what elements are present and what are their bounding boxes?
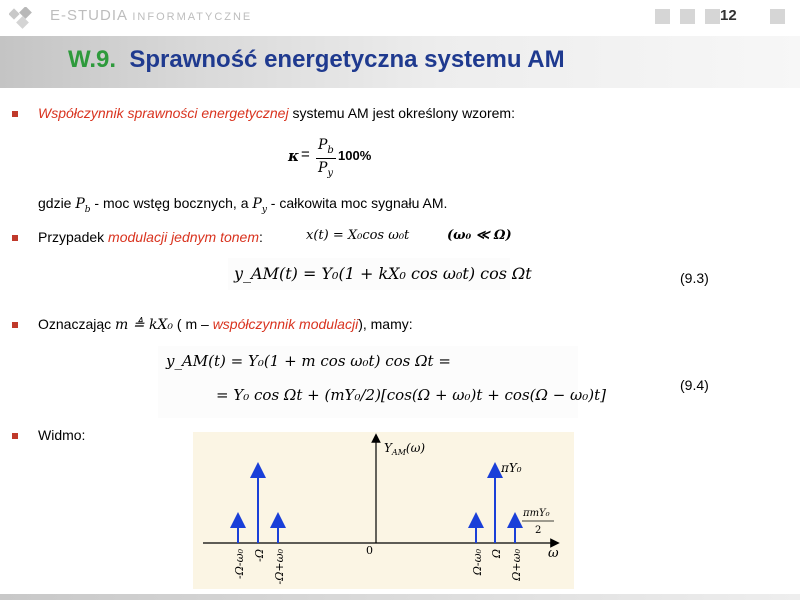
tick-pos-carrier: Ω	[490, 549, 503, 559]
tick-neg-upper: -Ω+ω₀	[273, 548, 286, 584]
nav-square-1[interactable]	[655, 9, 670, 24]
sideband-label-den: 2	[535, 525, 541, 536]
signal-formula: x(t) = X₀cos ω₀t	[306, 228, 410, 243]
tick-pos-upper: Ω+ω₀	[510, 548, 523, 581]
condition-formula: (ω₀ ≪ Ω)	[447, 228, 512, 243]
bullet-3-text: Oznaczając m ≜ kX₀ ( m – współczynnik mo…	[38, 316, 413, 333]
slide-title: W.9. Sprawność energetyczna systemu AM	[68, 46, 565, 73]
y-axis-label: YAM(ω)	[384, 441, 425, 457]
bullet-1-text: Współczynnik sprawności energetycznej sy…	[38, 105, 515, 121]
equation-9-4: y_AM(t) = Y₀(1 + m cos ω₀t) cos Ωt = = Y…	[158, 346, 606, 418]
bullet-marker	[12, 111, 18, 117]
origin-label: 0	[366, 544, 373, 557]
logo-icon	[9, 7, 32, 29]
spectrum-diagram: YAM(ω) πY₀ πmY₀ 2 0 ω -Ω-ω₀ -Ω -Ω+ω₀ Ω-ω…	[193, 432, 574, 589]
nav-square-4[interactable]	[770, 9, 785, 24]
logo-text: E-STUDIA INFORMATYCZNE	[50, 7, 253, 24]
x-axis-label: ω	[548, 546, 559, 561]
where-text: gdzie Pb - moc wstęg bocznych, a Py - ca…	[38, 195, 448, 215]
tick-neg-carrier: -Ω	[253, 549, 266, 562]
bullet-marker	[12, 433, 18, 439]
sideband-label-num: πmY₀	[522, 508, 550, 519]
bullet-marker	[12, 322, 18, 328]
bottom-bar	[0, 594, 800, 600]
bullet-2-text: Przypadek modulacji jednym tonem:	[38, 229, 263, 245]
nav-square-2[interactable]	[680, 9, 695, 24]
title-bar	[0, 36, 800, 88]
carrier-label: πY₀	[500, 461, 522, 475]
equation-9-3: y_AM(t) = Y₀(1 + kX₀ cos ω₀t) cos Ωt	[228, 258, 532, 290]
equation-number-9-3: (9.3)	[680, 270, 709, 286]
efficiency-formula: κ = Pb Py 100%	[288, 137, 372, 179]
equation-number-9-4: (9.4)	[680, 377, 709, 393]
bullet-marker	[12, 235, 18, 241]
page-number: 12	[720, 7, 737, 24]
nav-square-3[interactable]	[705, 9, 720, 24]
tick-neg-lower: -Ω-ω₀	[233, 548, 246, 579]
bullet-4-text: Widmo:	[38, 427, 86, 443]
tick-pos-lower: Ω-ω₀	[471, 548, 484, 576]
